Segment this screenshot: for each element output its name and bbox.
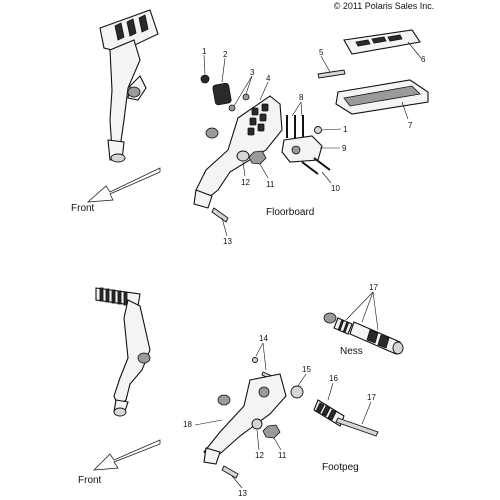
callout-17-footpeg: 17: [367, 393, 376, 402]
callout-18: 18: [183, 420, 192, 429]
callout-4: 4: [266, 74, 271, 83]
callout-15: 15: [302, 365, 311, 374]
callout-5: 5: [319, 48, 324, 57]
callout-13-bottom: 13: [238, 489, 247, 498]
front-arrow-icon-top: [86, 167, 161, 203]
callout-14: 14: [259, 334, 268, 343]
callout-16: 16: [329, 374, 338, 383]
callout-17-ness: 17: [369, 283, 378, 292]
callout-1-right: 1: [343, 125, 348, 134]
callout-2: 2: [223, 50, 228, 59]
floorboard-assembly-view: [99, 9, 159, 163]
floorboard-label: Floorboard: [266, 207, 314, 218]
peg-rubber: [313, 399, 345, 427]
callout-10: 10: [331, 184, 340, 193]
front-label-top: Front: [71, 203, 95, 214]
callout-3: 3: [250, 68, 255, 77]
footpeg-exploded-view: [203, 357, 379, 479]
floorboard-exploded-view: [193, 29, 429, 223]
callout-11-bottom: 11: [278, 451, 287, 460]
callout-6: 6: [421, 55, 426, 64]
front-arrow-icon-bottom: [92, 439, 161, 471]
ness-label: Ness: [340, 346, 363, 357]
callout-1-top: 1: [202, 47, 207, 56]
callout-9: 9: [342, 144, 347, 153]
callout-11-top: 11: [266, 180, 275, 189]
top-leader-lines: [203, 41, 422, 237]
ness-footpeg-view: [323, 312, 404, 355]
callout-12-top: 12: [241, 178, 250, 187]
footpeg-assembly-view: [95, 287, 151, 417]
bottom-callouts: 17 14 15 16 17 18 12 11 13: [183, 283, 378, 498]
front-label-bottom: Front: [78, 475, 102, 486]
callout-7-top: 7: [408, 121, 413, 130]
copyright-text: © 2011 Polaris Sales Inc.: [334, 1, 435, 11]
callout-12-bottom: 12: [255, 451, 264, 460]
footpeg-label: Footpeg: [322, 462, 359, 473]
callout-13-top: 13: [223, 237, 232, 246]
bottom-leader-lines: [194, 291, 379, 489]
callout-8: 8: [299, 93, 304, 102]
top-callouts: 1 2 3 4 5 6 7 8 1 9 10 12 11 13: [202, 47, 426, 246]
